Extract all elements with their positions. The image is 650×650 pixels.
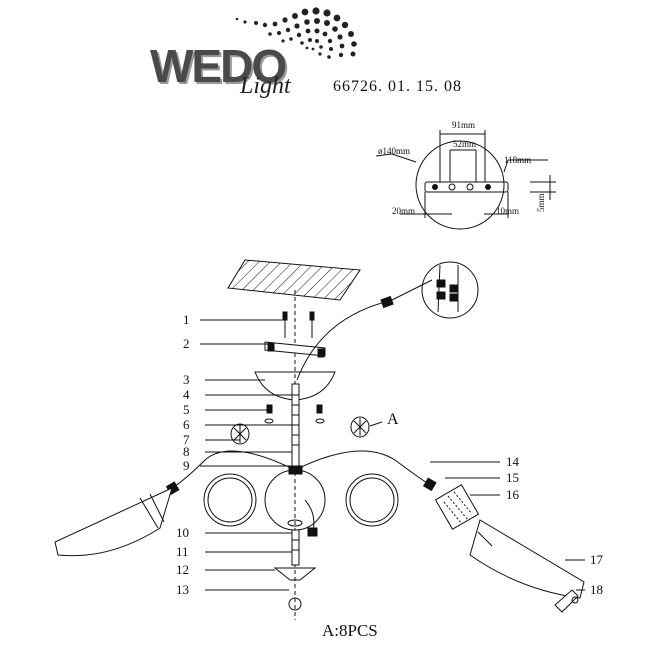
part-label-3: 3 [183, 372, 190, 387]
part-label-12: 12 [176, 562, 189, 577]
dim-118: 118mm [504, 155, 532, 165]
dim-52: 52mm [453, 139, 477, 149]
brand-sub: Light [240, 73, 291, 99]
mount-plate-detail [375, 130, 556, 230]
part-label-11: 11 [176, 544, 189, 559]
dim-diameter: ø140mm [378, 146, 411, 156]
model-number: 66726. 01. 15. 08 [333, 78, 462, 95]
part-label-10: 10 [176, 525, 189, 540]
part-label-15: 15 [506, 470, 519, 485]
quantity-note: A:8PCS [322, 621, 378, 640]
callout-a: A [387, 411, 399, 428]
part-label-7: 7 [183, 432, 190, 447]
dim-10: 10mm [496, 206, 520, 216]
part-label-14: 14 [506, 454, 519, 469]
part-label-4: 4 [183, 387, 190, 402]
logo-swirl-icon [235, 7, 357, 59]
chandelier-assembly [54, 259, 585, 620]
part-label-9: 9 [183, 458, 190, 473]
part-label-6: 6 [183, 417, 190, 432]
part-label-13: 13 [176, 582, 189, 597]
part-label-18: 18 [590, 582, 603, 597]
dim-5: 5mm [536, 193, 546, 212]
part-label-2: 2 [183, 336, 190, 351]
dim-91: 91mm [452, 120, 476, 130]
part-label-17: 17 [590, 552, 603, 567]
part-label-5: 5 [183, 402, 190, 417]
part-label-8: 8 [183, 444, 190, 459]
part-label-1: 1 [183, 312, 190, 327]
part-label-16: 16 [506, 487, 519, 502]
brand-logo: WEDO [150, 40, 287, 92]
dim-20: 20mm [392, 206, 416, 216]
